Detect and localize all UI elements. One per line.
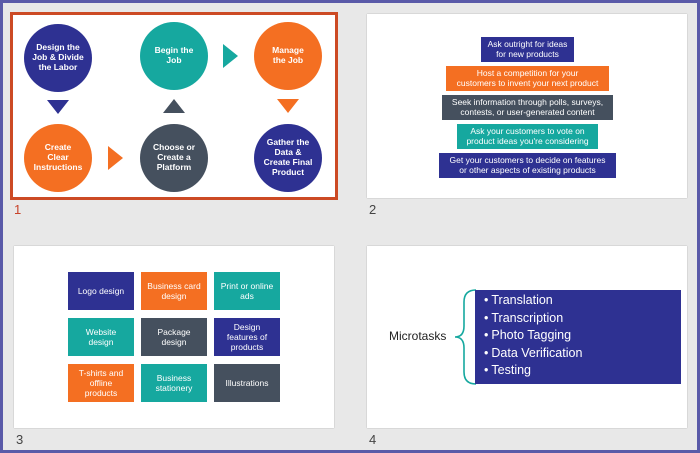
list-item: Transcription xyxy=(484,310,681,328)
gather-data-circle: Gather the Data & Create Final Product xyxy=(254,124,322,192)
design-tile: T-shirts and offline products xyxy=(68,364,134,402)
design-tile: Website design xyxy=(68,318,134,356)
choose-platform-circle: Choose or Create a Platform xyxy=(140,124,208,192)
design-tile: Logo design xyxy=(68,272,134,310)
list-item: Photo Tagging xyxy=(484,327,681,345)
arrow-down-icon xyxy=(277,99,299,113)
slide-thumbnail-2[interactable]: Ask outright for ideas for new products … xyxy=(367,14,687,198)
slide-thumbnail-3[interactable]: Logo design Business card design Print o… xyxy=(14,246,334,428)
microtasks-label: Microtasks xyxy=(389,329,447,343)
slide-number-1: 1 xyxy=(14,202,22,217)
arrow-up-icon xyxy=(163,99,185,113)
create-instructions-circle: Create Clear Instructions xyxy=(24,124,92,192)
begin-job-circle: Begin the Job xyxy=(140,22,208,90)
slide-thumbnail-4[interactable]: Microtasks Translation Transcription Pho… xyxy=(367,246,687,428)
design-tile: Design features of products xyxy=(214,318,280,356)
idea-item: Ask your customers to vote on product id… xyxy=(457,124,598,149)
design-tile: Business stationery xyxy=(141,364,207,402)
microtasks-list: Translation Transcription Photo Tagging … xyxy=(475,290,681,384)
list-item: Translation xyxy=(484,292,681,310)
design-tile: Business card design xyxy=(141,272,207,310)
slide-number-3: 3 xyxy=(16,432,24,447)
list-item: Data Verification xyxy=(484,345,681,363)
slide-number-2: 2 xyxy=(369,202,377,217)
design-tile: Print or online ads xyxy=(214,272,280,310)
idea-item: Get your customers to decide on features… xyxy=(439,153,616,178)
design-tile: Package design xyxy=(141,318,207,356)
arrow-down-icon xyxy=(47,100,69,114)
slide-thumbnail-1[interactable]: Design the Job & Divide the Labor Begin … xyxy=(10,12,338,200)
list-item: Testing xyxy=(484,362,681,380)
design-job-circle: Design the Job & Divide the Labor xyxy=(24,24,92,92)
arrow-right-icon xyxy=(108,146,123,170)
curly-brace-icon xyxy=(454,289,477,385)
manage-job-circle: Manage the Job xyxy=(254,22,322,90)
idea-item: Ask outright for ideas for new products xyxy=(481,37,574,62)
idea-item: Seek information through polls, surveys,… xyxy=(442,95,613,120)
slide-number-4: 4 xyxy=(369,432,377,447)
design-tile: Illustrations xyxy=(214,364,280,402)
arrow-right-icon xyxy=(223,44,238,68)
idea-item: Host a competition for your customers to… xyxy=(446,66,609,91)
